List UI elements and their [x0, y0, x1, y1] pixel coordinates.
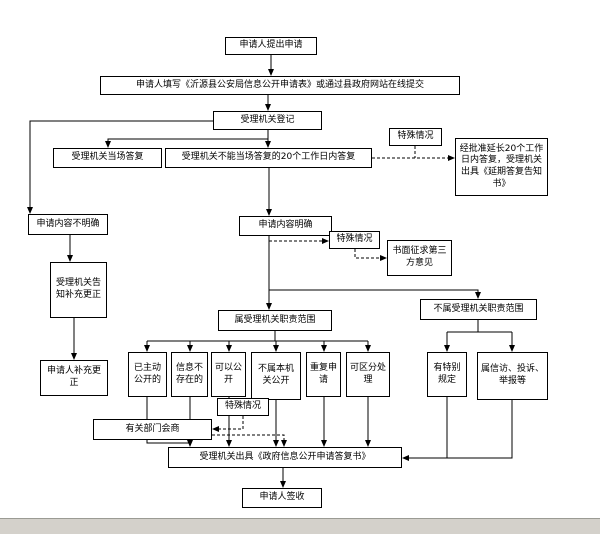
arrow-clear-to-outscope — [269, 289, 481, 299]
node-special-case-1: 特殊情况 — [389, 128, 442, 146]
arrow-register-to-onsite — [105, 138, 268, 148]
node-duplicate-request: 重复申请 — [306, 352, 341, 397]
node-already-public: 已主动公开的 — [128, 352, 167, 397]
node-fill-form: 申请人填写《沂源县公安局信息公开申请表》或通过县政府网站在线提交 — [100, 76, 460, 95]
arrow-petition-to-replydoc — [402, 400, 513, 461]
node-special-rules: 有特别规定 — [427, 352, 467, 397]
node-not-this-org: 不属本机关公开 — [251, 352, 301, 400]
node-special-case-2: 特殊情况 — [329, 231, 380, 249]
node-reply-20-days: 受理机关不能当场答复的20个工作日内答复 — [165, 148, 372, 168]
node-applicant-submit: 申请人提出申请 — [225, 37, 317, 55]
node-third-party-opinion: 书面征求第三方意见 — [387, 240, 452, 276]
node-reply-document: 受理机关出具《政府信息公开申请答复书》 — [168, 447, 402, 468]
dash-special2-to-thirdparty — [354, 249, 387, 261]
node-register: 受理机关登记 — [213, 111, 322, 130]
node-dept-consultation: 有关部门会商 — [93, 419, 212, 440]
node-special-case-3: 特殊情况 — [217, 398, 269, 416]
node-in-scope: 属受理机关职责范围 — [218, 310, 332, 331]
dash-consult-to-replydoc — [212, 434, 287, 447]
node-content-clear: 申请内容明确 — [239, 216, 332, 236]
node-applicant-supplement: 申请人补充更正 — [40, 360, 108, 396]
node-petition-complaint: 属信访、投诉、举报等 — [477, 352, 548, 400]
arrow-register-to-unclear — [27, 120, 213, 214]
node-content-unclear: 申请内容不明确 — [28, 214, 108, 235]
node-applicant-sign: 申请人签收 — [242, 488, 322, 508]
node-extension-notice: 经批准延长20个工作日内答复，受理机关出具《延期答复告知书》 — [455, 138, 548, 196]
node-notify-supplement: 受理机关告知补充更正 — [50, 262, 107, 318]
line-already-to-replydoc — [146, 397, 190, 444]
node-info-not-exist: 信息不存在的 — [171, 352, 208, 397]
window-bottom-edge — [0, 518, 600, 534]
node-separable-handling: 可区分处理 — [346, 352, 390, 397]
node-can-be-public: 可以公开 — [211, 352, 246, 397]
node-onsite-reply: 受理机关当场答复 — [53, 148, 162, 168]
dash-special3-to-consult — [212, 416, 244, 432]
node-out-of-scope: 不属受理机关职责范围 — [420, 299, 537, 320]
